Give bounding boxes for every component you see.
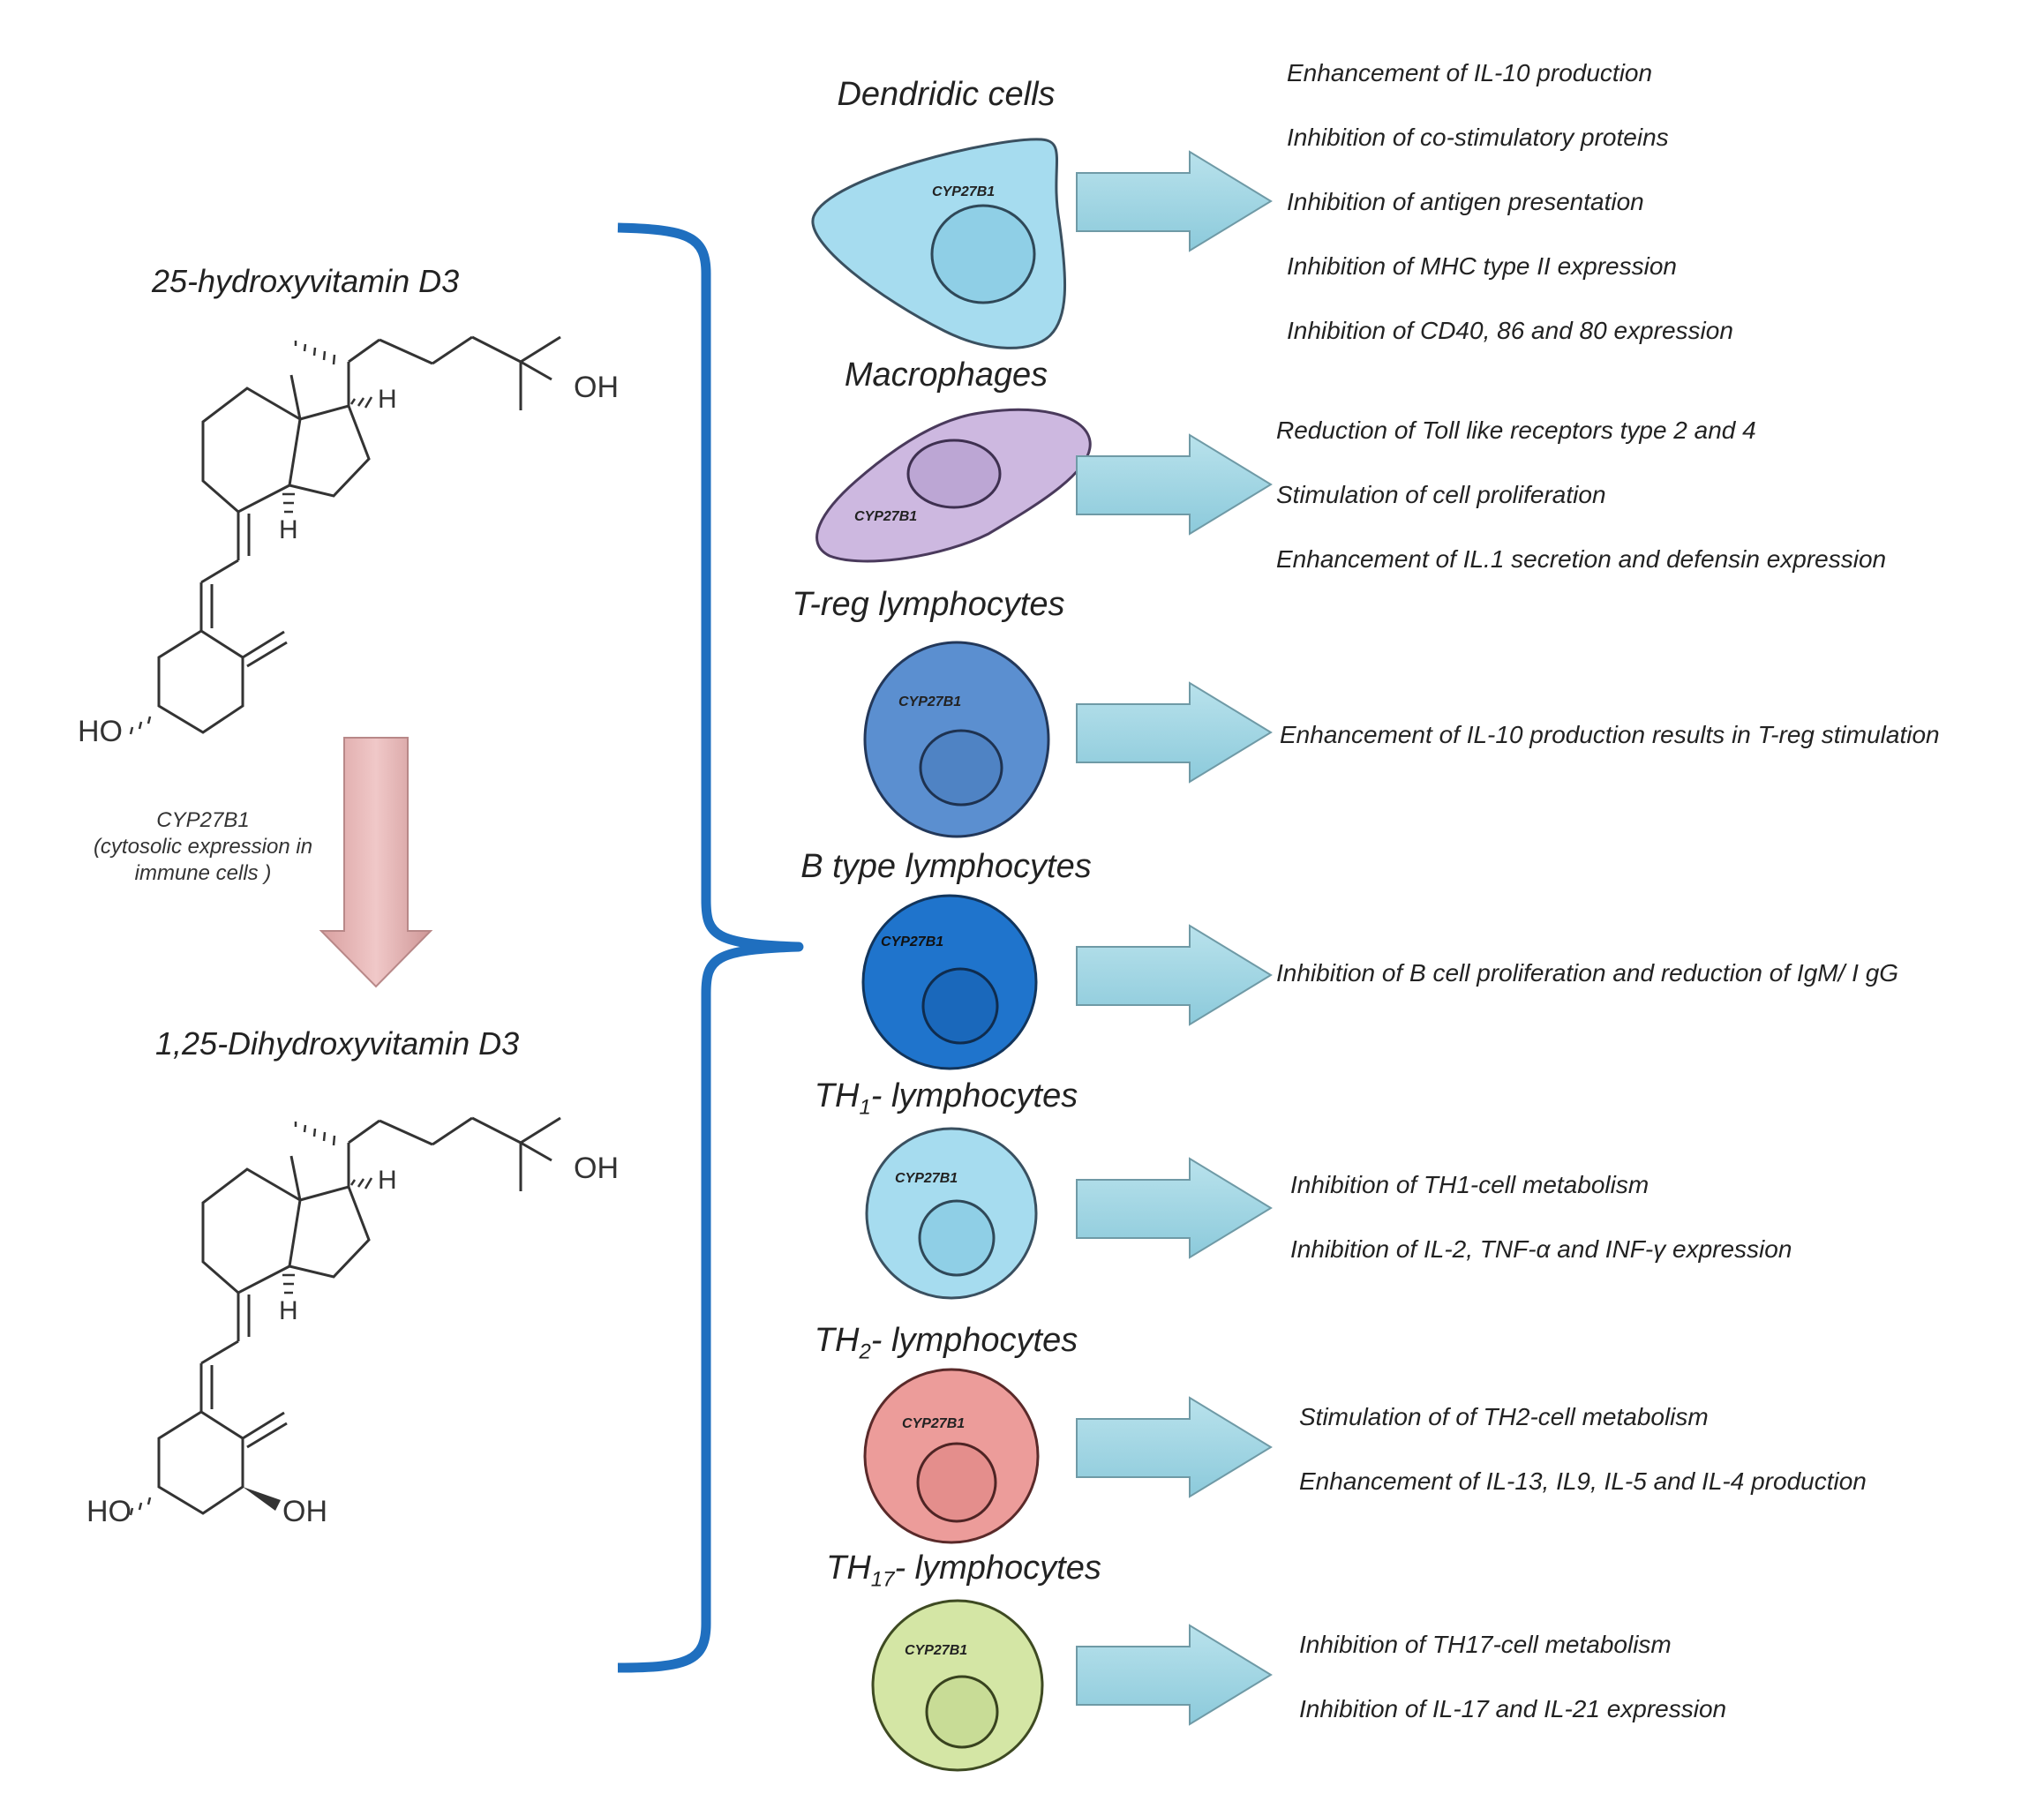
effect-th1-0: Inhibition of TH1-cell metabolism (1290, 1171, 1649, 1198)
product-wedge-bond (243, 1487, 281, 1511)
effect-b-type-0: Inhibition of B cell proliferation and r… (1276, 959, 1899, 987)
effect-dendritic-0: Enhancement of IL-10 production (1287, 59, 1653, 86)
effect-macrophages-2: Enhancement of IL.1 secretion and defens… (1276, 545, 1887, 573)
enzyme-note-line1: (cytosolic expression in (93, 835, 313, 859)
cell-title-th2: TH2- lymphocytes (814, 1322, 1078, 1364)
cell-0-label: CYP27B1 (932, 184, 995, 199)
enzyme-name: CYP27B1 (156, 808, 250, 832)
precursor-h-label-bottom: H (279, 515, 298, 544)
cell-graphics: CYP27B1 CYP27B1 CYP27B1 CYP27B1 CYP27B1 … (811, 138, 1273, 1772)
arrow-5 (1076, 1396, 1273, 1498)
precursor-oh-label: OH (574, 371, 619, 404)
effect-macrophages-1: Stimulation of cell proliferation (1276, 481, 1606, 508)
cell-title-dendritic: Dendridic cells (837, 76, 1056, 113)
effect-th2-1: Enhancement of IL-13, IL9, IL-5 and IL-4… (1299, 1467, 1867, 1495)
effect-dendritic-2: Inhibition of antigen presentation (1287, 188, 1644, 215)
cell-title-th1: TH1- lymphocytes (814, 1077, 1078, 1120)
effect-dendritic-1: Inhibition of co-stimulatory proteins (1287, 124, 1669, 151)
cell-title-b-type: B type lymphocytes (800, 848, 1092, 885)
cell-4-nucleus (918, 1199, 996, 1277)
effect-dendritic-4: Inhibition of CD40, 86 and 80 expression (1287, 317, 1733, 344)
cell-0-nucleus (930, 204, 1036, 304)
effect-dendritic-3: Inhibition of MHC type II expression (1287, 252, 1677, 280)
product-oh2-label: OH (282, 1495, 327, 1528)
product-h-label-bottom: H (279, 1296, 298, 1325)
effect-th17-0: Inhibition of TH17-cell metabolism (1299, 1631, 1672, 1658)
precursor-title: 25-hydroxyvitamin D3 (152, 263, 460, 299)
effect-th2-0: Stimulation of of TH2-cell metabolism (1299, 1403, 1709, 1430)
cell-1-label: CYP27B1 (854, 509, 917, 524)
enzyme-note: CYP27B1 (cytosolic expression in immune … (62, 807, 344, 887)
product-h-label-top: H (378, 1166, 397, 1195)
cell-6-label: CYP27B1 (905, 1643, 967, 1658)
grouping-bracket (617, 222, 804, 1673)
conversion-arrow (319, 737, 433, 988)
enzyme-note-line2: immune cells ) (134, 861, 272, 885)
cell-5-label: CYP27B1 (902, 1416, 965, 1431)
product-oh-label: OH (574, 1152, 619, 1185)
cell-4-label: CYP27B1 (895, 1171, 958, 1186)
product-title: 1,25-Dihydroxyvitamin D3 (155, 1025, 520, 1062)
precursor-structure (129, 335, 561, 735)
product-structure (129, 1116, 561, 1516)
left-graphics: OH HO H H (78, 222, 804, 1673)
product-ho-label: HO (86, 1495, 132, 1528)
cell-1-nucleus (906, 439, 1002, 509)
arrow-4 (1076, 1157, 1273, 1259)
effect-th1-1: Inhibition of IL-2, TNF-α and INF-γ expr… (1290, 1235, 1792, 1263)
effect-th17-1: Inhibition of IL-17 and IL-21 expression (1299, 1695, 1727, 1722)
arrow-6 (1076, 1624, 1273, 1726)
cell-2-nucleus (919, 729, 1003, 807)
cell-2-label: CYP27B1 (898, 694, 961, 709)
cell-6-nucleus (925, 1675, 999, 1749)
arrow-0 (1076, 150, 1273, 252)
arrow-1 (1076, 433, 1273, 536)
cell-3-label: CYP27B1 (881, 934, 943, 949)
arrow-2 (1076, 681, 1273, 784)
precursor-ho-label: HO (78, 715, 123, 748)
cell-title-treg: T-reg lymphocytes (792, 586, 1065, 623)
cell-3-nucleus (921, 967, 999, 1045)
cell-5-nucleus (916, 1442, 997, 1523)
cell-title-macrophages: Macrophages (844, 356, 1048, 394)
effect-treg-0: Enhancement of IL-10 production results … (1280, 721, 1940, 748)
arrow-3 (1076, 924, 1273, 1026)
precursor-h-label-top: H (378, 385, 397, 414)
effect-macrophages-0: Reduction of Toll like receptors type 2 … (1276, 416, 1756, 444)
cell-title-th17: TH17- lymphocytes (826, 1550, 1101, 1592)
